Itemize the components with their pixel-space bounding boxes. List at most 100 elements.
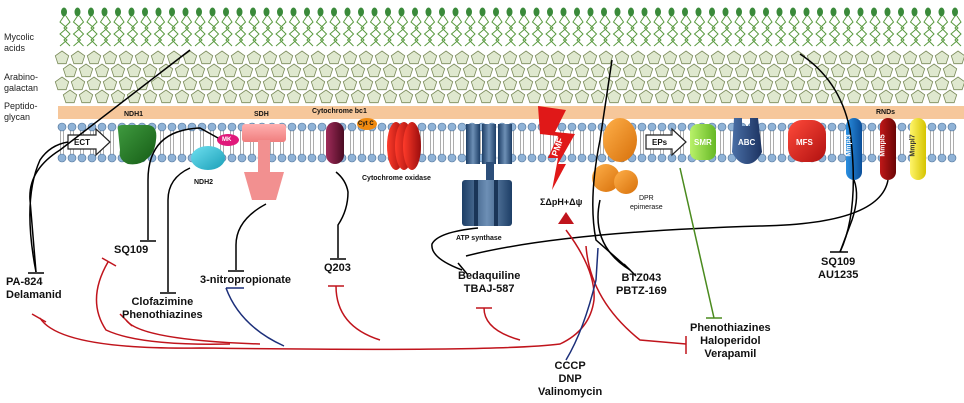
arabinogalactan-sugar-icon	[630, 76, 646, 91]
ndh1-protein-icon	[117, 124, 157, 165]
mycolic-acid-unit	[923, 7, 935, 47]
mycolic-acid-unit	[504, 7, 517, 47]
red-beda-line	[483, 307, 521, 341]
arabinogalactan-sugar-icon	[942, 63, 958, 78]
arabinogalactan-sugar-icon	[590, 63, 606, 78]
arabinogalactan-sugar-icon	[734, 63, 750, 78]
arabinogalactan-sugar-icon	[94, 63, 110, 78]
arabinogalactan-sugar-icon	[198, 50, 214, 65]
arabinogalactan-sugar-icon	[806, 50, 822, 65]
arabinogalactan-sugar-icon	[70, 76, 86, 91]
arabinogalactan-sugar-icon	[398, 89, 414, 104]
arabinogalactan-sugar-icon	[270, 89, 286, 104]
mycolic-acid-unit	[572, 7, 584, 47]
arabinogalactan-sugar-icon	[438, 50, 454, 65]
arabinogalactan-sugar-icon	[462, 63, 478, 78]
arabinogalactan-sugar-icon	[286, 63, 302, 78]
mycolic-acid-unit	[680, 7, 692, 47]
arabinogalactan-sugar-icon	[198, 76, 214, 91]
mmpl7-transporter-icon	[910, 118, 926, 180]
rnds-label: RNDs	[876, 109, 896, 116]
mycolic-acid-unit	[747, 7, 760, 47]
arabinogalactan-sugar-icon	[270, 63, 286, 78]
mycolic-acid-unit	[410, 7, 422, 47]
arabinogalactan-sugar-icon	[526, 89, 542, 104]
arabinogalactan-sugar-icon	[326, 50, 342, 65]
arabinogalactan-sugar-icon	[702, 89, 718, 104]
pa824-delamanid-label: PA-824 Delamanid	[6, 276, 62, 301]
arabinogalactan-sugar-icon	[742, 76, 758, 91]
mycolic-acid-unit	[315, 7, 328, 47]
arabinogalactan-sugar-icon	[342, 76, 358, 91]
mycolic-acid-unit	[869, 7, 881, 47]
arabinogalactan-sugar-icon	[694, 50, 710, 65]
arabinogalactan-sugar-icon	[910, 63, 926, 78]
mk-label: MK	[222, 137, 232, 143]
cyt-c-icon	[357, 118, 377, 130]
mycolic-acid-unit	[450, 7, 463, 47]
mycolic-acids-label: Mycolic acids	[4, 32, 35, 53]
sq109-mk-line	[147, 127, 219, 240]
arabinogalactan-sugar-icon	[62, 63, 78, 78]
arabinogalactan-sugar-icon	[310, 76, 326, 91]
arabinogalactan-sugar-icon	[766, 89, 782, 104]
mycolic-acid-unit	[234, 7, 247, 47]
arabinogalactan-sugar-icon	[614, 50, 630, 65]
arabinogalactan-sugar-icon	[142, 63, 158, 78]
phospholipid-unit	[827, 122, 837, 163]
q203-bc1-line	[335, 171, 349, 258]
arabinogalactan-sugar-icon	[710, 50, 726, 65]
arabinogalactan-sugar-icon	[518, 50, 534, 65]
mycolic-acid-unit	[342, 7, 355, 47]
arabinogalactan-sugar-icon	[638, 63, 654, 78]
phospholipid-unit	[837, 122, 847, 163]
phospholipid-unit	[897, 122, 907, 163]
arabinogalactan-sugar-icon	[430, 89, 446, 104]
phospholipid-unit	[427, 122, 437, 163]
arabinogalactan-sugar-icon	[622, 89, 638, 104]
arabinogalactan-sugar-icon	[238, 63, 254, 78]
arabinogalactan-sugar-icon	[774, 76, 790, 91]
arabinogalactan-sugar-icon	[814, 63, 830, 78]
arabinogalactan-sugar-icon	[54, 76, 70, 91]
mycolic-acid-unit	[545, 7, 557, 47]
mycolic-acid-unit	[99, 7, 112, 47]
mycolic-acid-unit	[275, 7, 287, 47]
mycolic-acid-unit	[896, 7, 908, 47]
mycolic-acid-unit	[86, 7, 98, 47]
btz-label: BTZ043 PBTZ-169	[616, 272, 667, 297]
phospholipid-unit	[947, 122, 957, 163]
blue-nitro-line	[225, 287, 285, 347]
arabinogalactan-sugar-icon	[246, 50, 262, 65]
pmf-drug-loop	[39, 229, 595, 351]
red-pheno-line	[585, 245, 687, 345]
arabinogalactan-sugar-icon	[542, 63, 558, 78]
mycolic-acid-unit	[612, 7, 625, 47]
arabinogalactan-sugar-icon	[438, 76, 454, 91]
arabinogalactan-sugar-icon	[182, 76, 198, 91]
arabinogalactan-sugar-icon	[598, 50, 614, 65]
phospholipid-unit	[287, 122, 297, 163]
smr-transporter-icon	[690, 124, 716, 160]
arabinogalactan-sugar-icon	[206, 63, 222, 78]
btz-tbar	[623, 263, 637, 277]
mycolic-acid-unit	[950, 7, 962, 47]
arabinogalactan-sugar-icon	[526, 63, 542, 78]
arabinogalactan-sugar-icon	[718, 63, 734, 78]
arabinogalactan-sugar-icon	[358, 76, 374, 91]
arabinogalactan-sugar-icon	[278, 50, 294, 65]
arabinogalactan-sugar-icon	[102, 50, 118, 65]
mfs-transporter-icon	[788, 120, 826, 162]
arabinogalactan-sugar-icon	[934, 76, 950, 91]
inhibition-lines-red	[31, 212, 687, 354]
nitro-sdh-line	[235, 203, 267, 270]
arabinogalactan-sugar-icon	[478, 89, 494, 104]
sq109b-mmpl3-line	[839, 179, 858, 253]
arabinogalactan-sugar-icon	[686, 63, 702, 78]
mycolic-acid-unit	[288, 7, 301, 47]
arabinogalactan-sugar-icon	[470, 50, 486, 65]
mk-menaquinone-icon	[217, 134, 239, 146]
arabinogalactan-sugar-icon	[590, 89, 606, 104]
arabinogalactan-sugar-icon	[782, 63, 798, 78]
arabinogalactan-sugar-icon	[606, 89, 622, 104]
